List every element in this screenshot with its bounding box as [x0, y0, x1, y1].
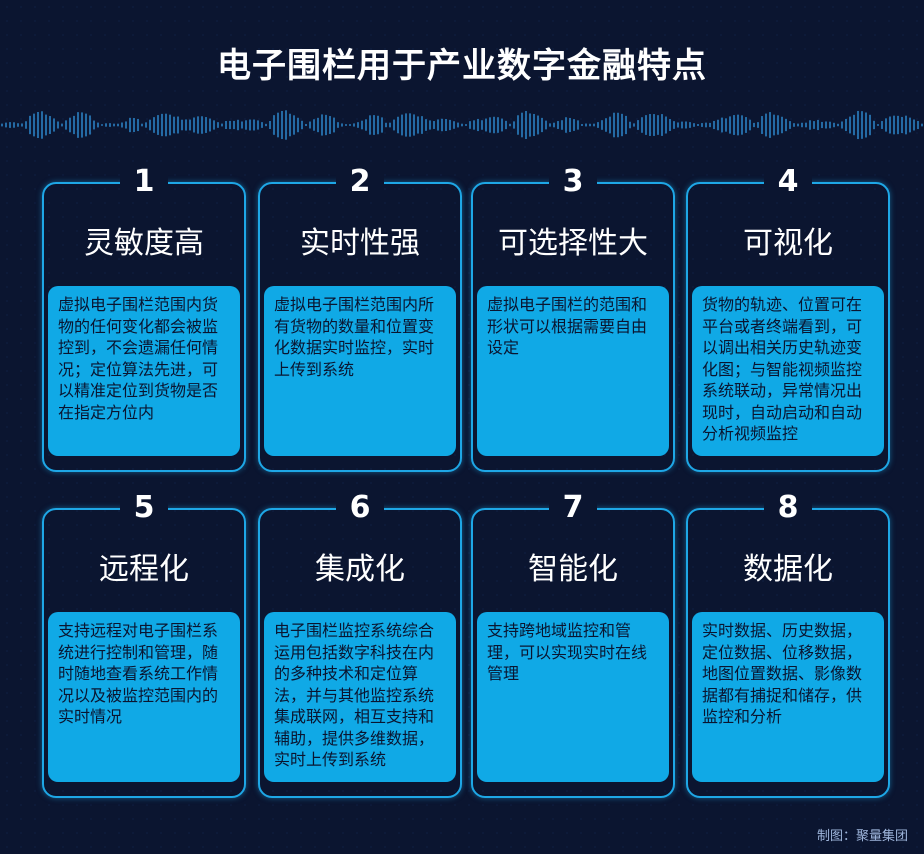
feature-card-3: 3 可选择性大 虚拟电子围栏的范围和形状可以根据需要自由设定: [471, 166, 675, 472]
card-number: 4: [763, 166, 813, 198]
feature-card-2: 2 实时性强 虚拟电子围栏范围内所有货物的数量和位置变化数据实时监控，实时上传到…: [258, 166, 462, 472]
feature-card-7: 7 智能化 支持跨地域监控和管理，可以实现实时在线管理: [471, 492, 675, 798]
card-heading: 可视化: [743, 226, 833, 261]
card-number: 1: [119, 166, 169, 198]
image-credit: 制图：聚量集团: [816, 829, 908, 844]
card-description: 虚拟电子围栏范围内货物的任何变化都会被监控到，不会遗漏任何情况；定位算法先进，可…: [48, 286, 240, 456]
card-description: 电子围栏监控系统综合运用包括数字科技在内的多种技术和定位算法，并与其他监控系统集…: [264, 612, 456, 782]
card-number: 2: [335, 166, 385, 198]
card-description: 实时数据、历史数据，定位数据、位移数据，地图位置数据、影像数据都有捕捉和储存，供…: [692, 612, 884, 782]
card-description: 虚拟电子围栏的范围和形状可以根据需要自由设定: [477, 286, 669, 456]
card-number: 8: [763, 492, 813, 524]
card-description: 虚拟电子围栏范围内所有货物的数量和位置变化数据实时监控，实时上传到系统: [264, 286, 456, 456]
card-heading: 远程化: [99, 552, 189, 587]
card-number: 3: [548, 166, 598, 198]
feature-card-8: 8 数据化 实时数据、历史数据，定位数据、位移数据，地图位置数据、影像数据都有捕…: [686, 492, 890, 798]
card-description: 支持远程对电子围栏系统进行控制和管理，随时随地查看系统工作情况以及被监控范围内的…: [48, 612, 240, 782]
card-heading: 数据化: [743, 552, 833, 587]
sound-wave-decoration: [1, 110, 923, 140]
card-heading: 智能化: [528, 552, 618, 587]
feature-card-4: 4 可视化 货物的轨迹、位置可在平台或者终端看到，可以调出相关历史轨迹变化图；与…: [686, 166, 890, 472]
feature-card-5: 5 远程化 支持远程对电子围栏系统进行控制和管理，随时随地查看系统工作情况以及被…: [42, 492, 246, 798]
card-number: 5: [119, 492, 169, 524]
feature-card-6: 6 集成化 电子围栏监控系统综合运用包括数字科技在内的多种技术和定位算法，并与其…: [258, 492, 462, 798]
card-description: 支持跨地域监控和管理，可以实现实时在线管理: [477, 612, 669, 782]
card-heading: 集成化: [315, 552, 405, 587]
page-title: 电子围栏用于产业数字金融特点: [217, 46, 707, 86]
card-number: 6: [335, 492, 385, 524]
card-number: 7: [548, 492, 598, 524]
feature-card-1: 1 灵敏度高 虚拟电子围栏范围内货物的任何变化都会被监控到，不会遗漏任何情况；定…: [42, 166, 246, 472]
card-heading: 灵敏度高: [84, 226, 204, 261]
card-heading: 可选择性大: [498, 226, 648, 261]
card-heading: 实时性强: [300, 226, 420, 261]
card-description: 货物的轨迹、位置可在平台或者终端看到，可以调出相关历史轨迹变化图；与智能视频监控…: [692, 286, 884, 456]
